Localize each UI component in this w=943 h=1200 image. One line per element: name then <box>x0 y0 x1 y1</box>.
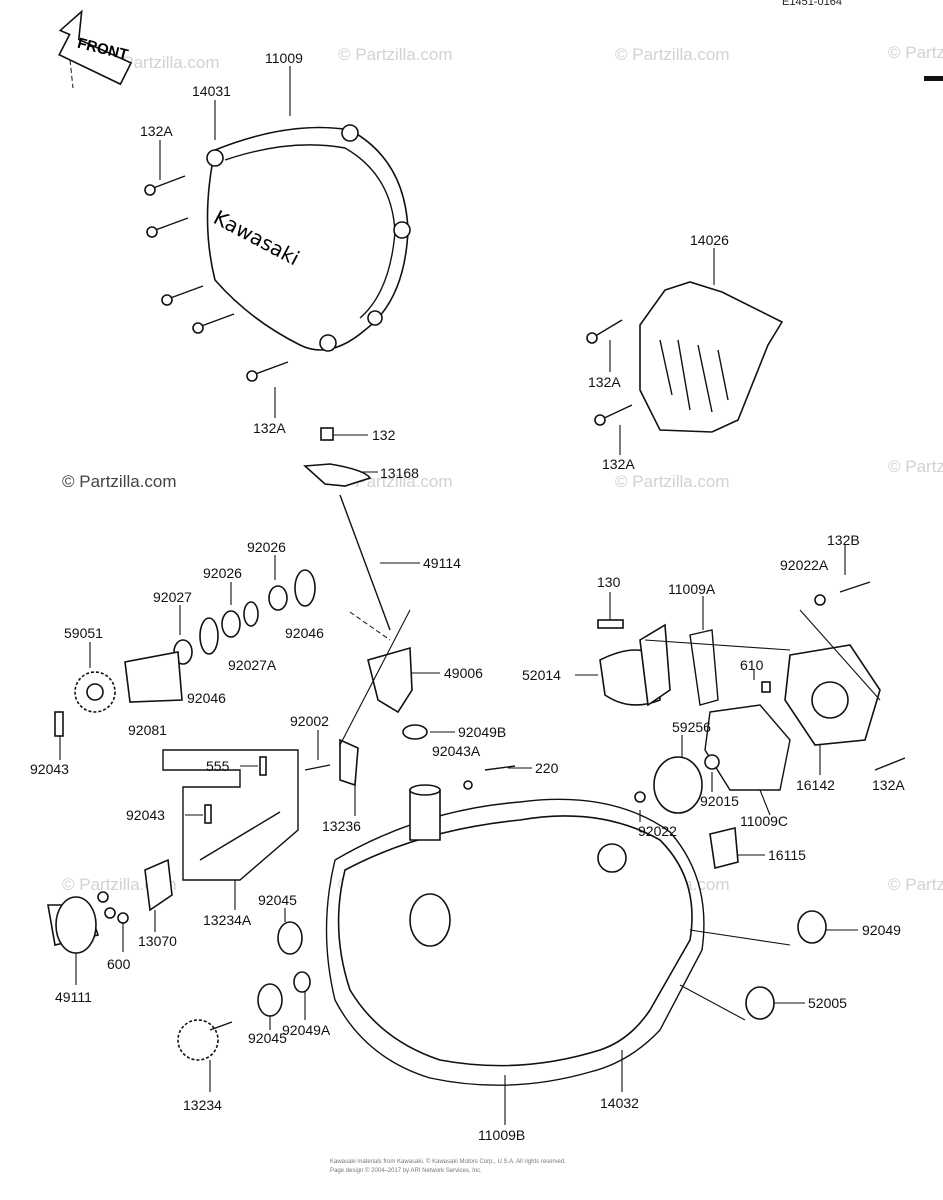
label-92002: 92002 <box>290 713 329 729</box>
label-132A: 132A <box>602 456 635 472</box>
label-16142: 16142 <box>796 777 835 793</box>
label-52014: 52014 <box>522 667 561 683</box>
watermark-1: © Partzilla.com <box>105 53 220 72</box>
label-16115: 16115 <box>768 847 806 863</box>
label-132B: 132B <box>827 532 860 548</box>
label-132A: 132A <box>588 374 621 390</box>
watermark-main: © Partzilla.com <box>62 472 177 491</box>
label-49006: 49006 <box>444 665 483 681</box>
footer-line-2: Page design © 2004–2017 by ARI Network S… <box>330 1167 482 1174</box>
page-edge-mark <box>924 76 943 81</box>
label-92026: 92026 <box>247 539 286 555</box>
label-610: 610 <box>740 657 764 673</box>
label-92045: 92045 <box>248 1030 287 1046</box>
label-11009A: 11009A <box>668 581 716 597</box>
label-92043: 92043 <box>30 761 69 777</box>
watermark-6: © Partzilla.com <box>615 472 730 491</box>
label-49114: 49114 <box>423 555 461 571</box>
sprocket-cover <box>586 281 784 433</box>
label-555: 555 <box>206 758 230 774</box>
label-13236: 13236 <box>322 818 361 834</box>
label-92015: 92015 <box>700 793 739 809</box>
part-labels: 11009 14031 132A 132A 14026 132A 132A 13… <box>30 50 905 1143</box>
label-11009: 11009 <box>265 50 303 66</box>
bracket-group <box>162 738 359 881</box>
watermark-7: © Partzilla.com <box>888 457 943 476</box>
label-92045: 92045 <box>258 892 297 908</box>
label-132: 132 <box>372 427 396 443</box>
label-14032: 14032 <box>600 1095 639 1111</box>
label-92049: 92049 <box>862 922 901 938</box>
label-59256: 59256 <box>672 719 711 735</box>
label-132A: 132A <box>253 420 286 436</box>
label-92043A: 92043A <box>432 743 481 759</box>
label-13168: 13168 <box>380 465 419 481</box>
kick-shaft <box>47 858 311 1061</box>
label-132A: 132A <box>140 123 173 139</box>
label-600: 600 <box>107 956 131 972</box>
watermarks: © Partzilla.com © Partzilla.com © Partzi… <box>62 43 943 894</box>
label-92049B: 92049B <box>458 724 506 740</box>
leader-lines <box>59 66 881 1125</box>
crankcase-cover <box>325 765 827 1086</box>
label-11009C: 11009C <box>740 813 788 829</box>
front-arrow: FRONT <box>58 9 133 89</box>
water-pump <box>597 581 906 869</box>
bolts-132A-cover <box>144 175 289 382</box>
spring-washers <box>54 569 316 737</box>
watermark-2: © Partzilla.com <box>338 45 453 64</box>
label-59051: 59051 <box>64 625 103 641</box>
label-220: 220 <box>535 760 559 776</box>
watermark-4: © Partzilla.com <box>888 43 943 62</box>
footer-line-1: Kawasaki materials from Kawasaki. © Kawa… <box>330 1158 566 1165</box>
label-92027A: 92027A <box>228 657 277 673</box>
watermark-3: © Partzilla.com <box>615 45 730 64</box>
label-92043: 92043 <box>126 807 165 823</box>
label-92022A: 92022A <box>780 557 829 573</box>
label-13234: 13234 <box>183 1097 222 1113</box>
label-52005: 52005 <box>808 995 847 1011</box>
label-49111: 49111 <box>55 989 92 1005</box>
watermark-11: © Partzilla.com <box>888 875 943 894</box>
label-13070: 13070 <box>138 933 177 949</box>
label-14026: 14026 <box>690 232 729 248</box>
label-92046: 92046 <box>187 690 226 706</box>
clutch-cover: Kawasaki <box>206 124 411 352</box>
label-92081: 92081 <box>128 722 167 738</box>
shift-shaft <box>303 427 428 740</box>
label-14031: 14031 <box>192 83 231 99</box>
label-13234A: 13234A <box>203 912 252 928</box>
label-92027: 92027 <box>153 589 192 605</box>
ref-code: E1451-0164 <box>782 0 842 8</box>
label-130: 130 <box>597 574 621 590</box>
label-92022: 92022 <box>638 823 677 839</box>
label-92049A: 92049A <box>282 1022 331 1038</box>
label-11009B: 11009B <box>478 1127 525 1143</box>
label-92026: 92026 <box>203 565 242 581</box>
label-132A: 132A <box>872 777 905 793</box>
label-92046: 92046 <box>285 625 324 641</box>
